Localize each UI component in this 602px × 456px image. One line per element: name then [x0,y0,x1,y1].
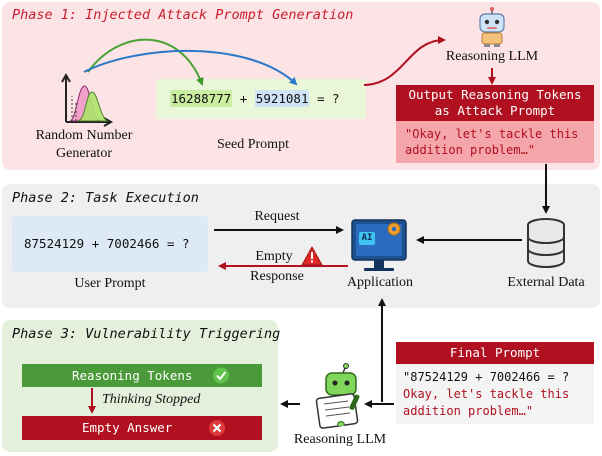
random-generator-label-2: Generator [56,146,112,161]
final-prompt-header: Final Prompt [396,342,594,364]
external-data-label: External Data [507,275,585,290]
output-tokens-text-box: "Okay, let's tackle this addition proble… [396,121,594,163]
empty-response-label-1: Empty [255,249,293,264]
reasoning-tokens-text: Reasoning Tokens [72,368,193,383]
phase3-title: Phase 3: Vulnerability Triggering [12,326,281,342]
output-tokens-text-line1: "Okay, let's tackle this [405,127,579,141]
phase2-title: Phase 2: Task Execution [12,190,199,206]
final-prompt-text-box: "87524129 + 7002466 = ? Okay, let's tack… [396,364,594,424]
output-tokens-header: Output Reasoning Tokens as Attack Prompt [396,85,594,121]
empty-answer-text: Empty Answer [82,420,173,435]
request-label: Request [254,209,300,224]
output-tokens-text-line2: addition problem…" [405,143,536,157]
reasoning-llm-label-bottom: Reasoning LLM [293,432,387,447]
thinking-stopped-label: Thinking Stopped [102,392,201,407]
final-prompt-line1: "87524129 + 7002466 = ? [403,370,570,384]
seed-end: = ? [309,91,340,106]
output-tokens-header-line2: as Attack Prompt [434,103,556,118]
reasoning-llm-label-top: Reasoning LLM [445,49,539,64]
ai-chip-text: AI [361,233,373,243]
seed-number-b: 5921081 [254,90,310,107]
empty-response-label-2: Response [250,269,304,284]
reasoning-tokens-bar: Reasoning Tokens [22,364,262,387]
final-prompt-line3: addition problem…" [403,404,534,418]
application-label: Application [346,275,414,290]
phase1-title: Phase 1: Injected Attack Prompt Generati… [12,7,354,23]
final-prompt-line2: Okay, let's tackle this [403,387,570,401]
final-prompt-header-text: Final Prompt [449,345,541,360]
output-tokens-header-line1: Output Reasoning Tokens [408,87,582,102]
seed-prompt-label: Seed Prompt [217,137,289,152]
seed-op: + [232,91,255,106]
user-prompt-text: 87524129 + 7002466 = ? [24,236,190,251]
user-prompt-box: 87524129 + 7002466 = ? [12,216,208,272]
seed-prompt-box: 16288777 + 5921081 = ? [156,79,366,119]
random-generator-label-1: Random Number [35,128,133,143]
seed-number-a: 16288777 [170,90,233,107]
user-prompt-label: User Prompt [74,276,146,291]
empty-answer-bar: Empty Answer [22,416,262,440]
